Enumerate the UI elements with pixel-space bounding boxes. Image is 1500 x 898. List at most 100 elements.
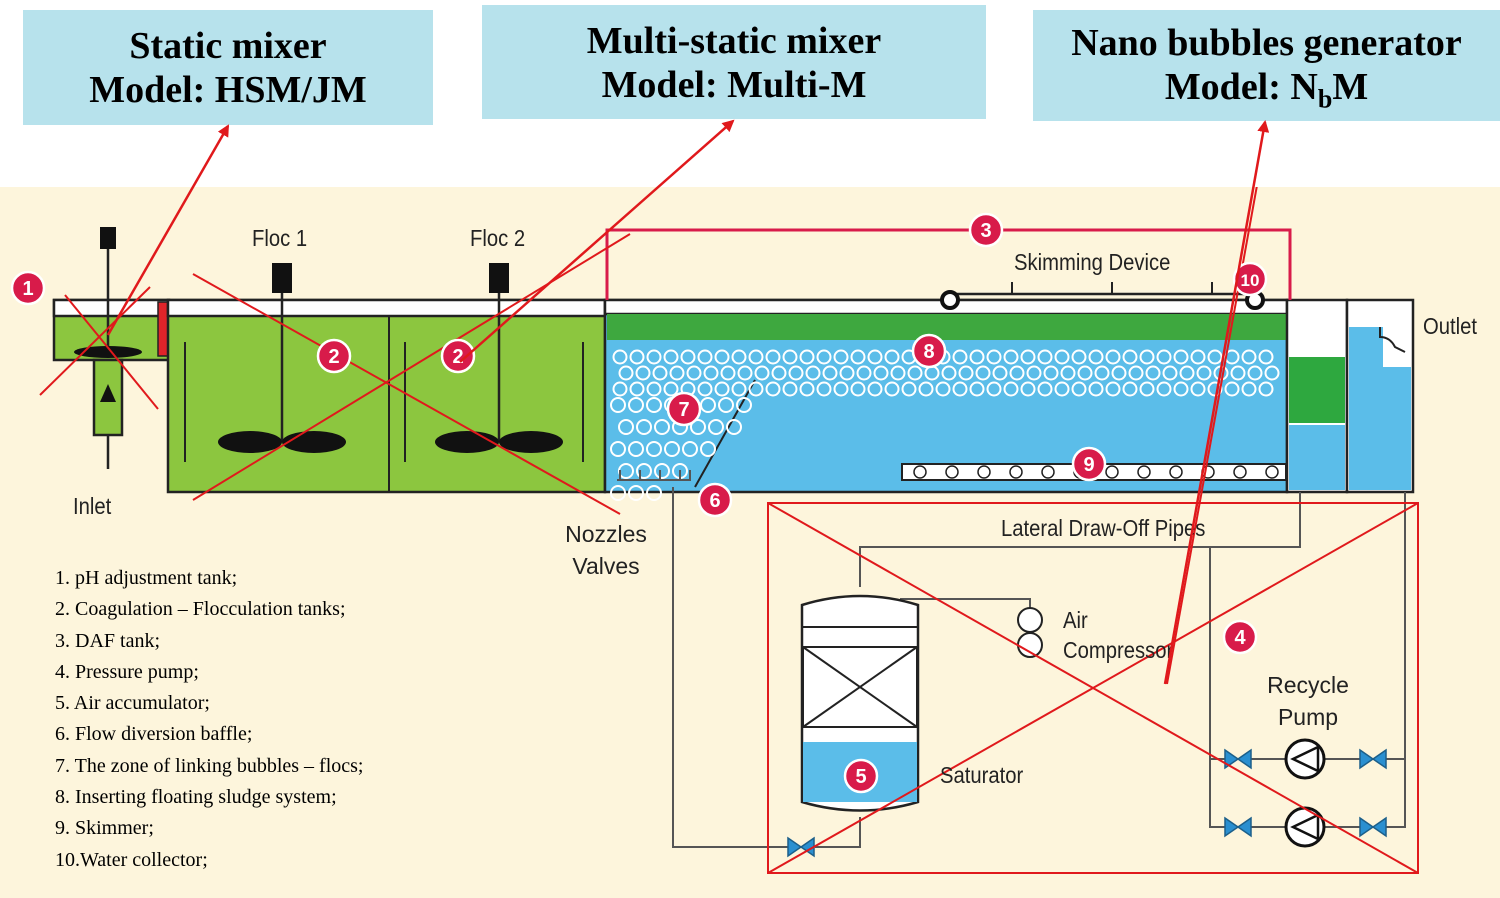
bubble xyxy=(714,381,730,397)
marker-1: 1 xyxy=(10,270,46,306)
bubble xyxy=(618,365,634,381)
svg-text:2: 2 xyxy=(328,346,339,368)
air-label: Air xyxy=(1063,607,1088,633)
bubble xyxy=(628,485,644,501)
bubble xyxy=(618,419,634,435)
valve-icon xyxy=(1359,748,1375,770)
svg-text:8: 8 xyxy=(923,341,934,363)
bubble xyxy=(850,381,866,397)
bubble xyxy=(952,349,968,365)
valve-icon xyxy=(1359,816,1375,838)
marker-7: 7 xyxy=(666,391,702,427)
bubble xyxy=(1026,365,1042,381)
multi-static-mixer-callout: Multi-static mixer Model: Multi-M xyxy=(482,5,986,119)
bubble xyxy=(765,381,781,397)
valves-text: Valves xyxy=(572,553,640,579)
svg-text:10: 10 xyxy=(1241,271,1260,290)
bubble xyxy=(731,381,747,397)
bubble xyxy=(799,381,815,397)
bubble xyxy=(805,365,821,381)
recycle-pump-label: Recycle Pump xyxy=(1258,669,1358,733)
recycle-text: Recycle xyxy=(1267,672,1349,698)
collector-hole xyxy=(1009,465,1023,479)
legend-item: 6. Flow diversion baffle; xyxy=(55,723,253,746)
svg-text:7: 7 xyxy=(678,399,689,421)
bubble xyxy=(1037,381,1053,397)
collector-hole xyxy=(1169,465,1183,479)
bubble xyxy=(628,441,644,457)
valve-icon xyxy=(1371,748,1387,770)
bubble xyxy=(610,397,626,413)
bubble xyxy=(850,349,866,365)
marker-5: 5 xyxy=(843,758,879,794)
legend-item: 1. pH adjustment tank; xyxy=(55,567,238,589)
ph-adjustment-tank xyxy=(52,227,177,469)
bubble xyxy=(1071,381,1087,397)
bubble xyxy=(799,349,815,365)
bubble xyxy=(992,365,1008,381)
bubble xyxy=(822,365,838,381)
bubble xyxy=(748,381,764,397)
bubble xyxy=(682,441,698,457)
bubble xyxy=(1043,365,1059,381)
bubble xyxy=(708,419,724,435)
bubble xyxy=(686,365,702,381)
saturator-label: Saturator xyxy=(940,762,1024,788)
bubble xyxy=(873,365,889,381)
bubble xyxy=(700,441,716,457)
bubble xyxy=(867,349,883,365)
bubble xyxy=(958,365,974,381)
static-mixer-model: Model: HSM/JM xyxy=(89,69,367,111)
multi-static-mixer-model: Model: Multi-M xyxy=(601,64,867,106)
collector-hole xyxy=(1041,465,1055,479)
annotation-overlays xyxy=(39,187,1419,874)
bubble xyxy=(771,365,787,381)
bubble xyxy=(636,419,652,435)
bubble xyxy=(918,381,934,397)
svg-text:6: 6 xyxy=(709,490,720,512)
bubble xyxy=(833,349,849,365)
bubble xyxy=(663,381,679,397)
bubble xyxy=(1037,349,1053,365)
bubble xyxy=(748,349,764,365)
bubble xyxy=(890,365,906,381)
bubble xyxy=(884,349,900,365)
bubble xyxy=(969,349,985,365)
nozzles-text: Nozzles xyxy=(565,521,647,547)
bubble xyxy=(652,365,668,381)
bubble xyxy=(901,381,917,397)
bubble xyxy=(986,349,1002,365)
bubble xyxy=(1128,365,1144,381)
bubble xyxy=(782,381,798,397)
bubble xyxy=(1105,381,1121,397)
bubble xyxy=(703,365,719,381)
bubble xyxy=(635,365,651,381)
marker-8: 8 xyxy=(911,333,947,369)
legend-item: 7. The zone of linking bubbles – flocs; xyxy=(55,754,364,777)
bubble xyxy=(720,365,736,381)
bubble xyxy=(1122,349,1138,365)
bubble xyxy=(697,381,713,397)
compressor-label: Compressor xyxy=(1063,637,1174,663)
bubble xyxy=(1003,349,1019,365)
bubble xyxy=(628,397,644,413)
bubble xyxy=(754,365,770,381)
valve-icon xyxy=(1236,816,1252,838)
bubble xyxy=(907,365,923,381)
skimming-device-label: Skimming Device xyxy=(1014,249,1171,275)
marker-3: 3 xyxy=(968,212,1004,248)
bubble xyxy=(816,381,832,397)
svg-text:1: 1 xyxy=(22,278,33,300)
bubble xyxy=(1003,381,1019,397)
bubble xyxy=(736,397,752,413)
nozzles-valves-label: Nozzles Valves xyxy=(556,518,656,582)
legend-item: 8. Inserting floating sludge system; xyxy=(55,786,337,809)
bubble xyxy=(636,463,652,479)
legend-item: 3. DAF tank; xyxy=(55,629,160,652)
valve-icon xyxy=(1224,748,1240,770)
bubble xyxy=(788,365,804,381)
valve-icon xyxy=(1371,816,1387,838)
marker-2: 2 xyxy=(440,338,476,374)
svg-text:2: 2 xyxy=(452,346,463,368)
bubble xyxy=(765,349,781,365)
